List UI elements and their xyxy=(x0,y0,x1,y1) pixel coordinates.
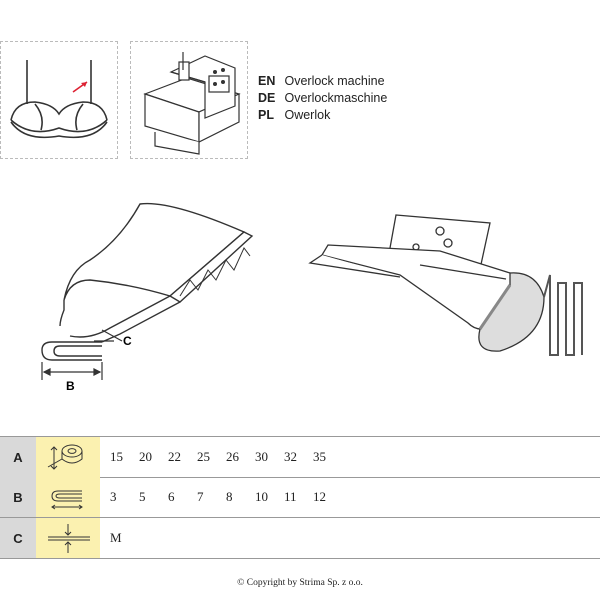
language-list: EN Overlock machine DE Overlockmaschine … xyxy=(258,73,387,124)
table-row-a: A 15 20 22 25 26 30 32 35 xyxy=(0,436,600,478)
value-cell: 22 xyxy=(168,449,181,464)
language-row-en: EN Overlock machine xyxy=(258,73,387,90)
row-values: M xyxy=(110,518,139,558)
language-code: PL xyxy=(258,108,274,122)
table-row-b: B 3 5 6 7 8 10 11 12 xyxy=(0,477,600,518)
row-letter: C xyxy=(0,518,36,558)
value-cell: 8 xyxy=(226,489,233,504)
binding-fold-diagram: C B xyxy=(41,202,254,393)
value-cell: 25 xyxy=(197,449,210,464)
row-values: 3 5 6 7 8 10 11 12 xyxy=(110,477,342,517)
value-cell: 3 xyxy=(110,489,117,504)
language-row-pl: PL Owerlok xyxy=(258,107,387,124)
value-cell: 35 xyxy=(313,449,326,464)
value-cell: 26 xyxy=(226,449,239,464)
row-letter: B xyxy=(0,477,36,517)
bra-icon xyxy=(10,60,108,139)
value-cell: 32 xyxy=(284,449,297,464)
value-cell: 20 xyxy=(139,449,152,464)
bra-thumbnail xyxy=(0,41,118,159)
label-b: B xyxy=(66,379,75,393)
language-code: EN xyxy=(258,74,276,88)
value-cell: 7 xyxy=(197,489,204,504)
value-cell: M xyxy=(110,530,122,545)
language-row-de: DE Overlockmaschine xyxy=(258,90,387,107)
size-table: A 15 20 22 25 26 30 32 35 xyxy=(0,436,600,559)
language-label: Overlock machine xyxy=(284,74,385,88)
value-cell: 11 xyxy=(284,489,297,504)
language-label: Owerlok xyxy=(284,108,331,122)
value-cell: 10 xyxy=(255,489,268,504)
value-cell: 6 xyxy=(168,489,175,504)
value-cell: 12 xyxy=(313,489,326,504)
overlock-machine-icon xyxy=(143,52,241,155)
folded-binding-icon xyxy=(36,477,100,517)
value-cell: 5 xyxy=(139,489,146,504)
value-cell: 30 xyxy=(255,449,268,464)
tape-roll-icon xyxy=(36,437,100,477)
language-code: DE xyxy=(258,91,276,105)
row-letter: A xyxy=(0,437,36,477)
machine-thumbnail xyxy=(130,41,248,159)
table-row-c: C M xyxy=(0,518,600,559)
value-cell: 15 xyxy=(110,449,123,464)
copyright-text: © Copyright by Strima Sp. z o.o. xyxy=(237,578,363,588)
language-label: Overlockmaschine xyxy=(284,91,388,105)
row-values: 15 20 22 25 26 30 32 35 xyxy=(110,437,342,477)
label-c: C xyxy=(123,334,132,348)
thickness-icon xyxy=(36,518,100,558)
binder-attachment-diagram xyxy=(308,214,583,356)
